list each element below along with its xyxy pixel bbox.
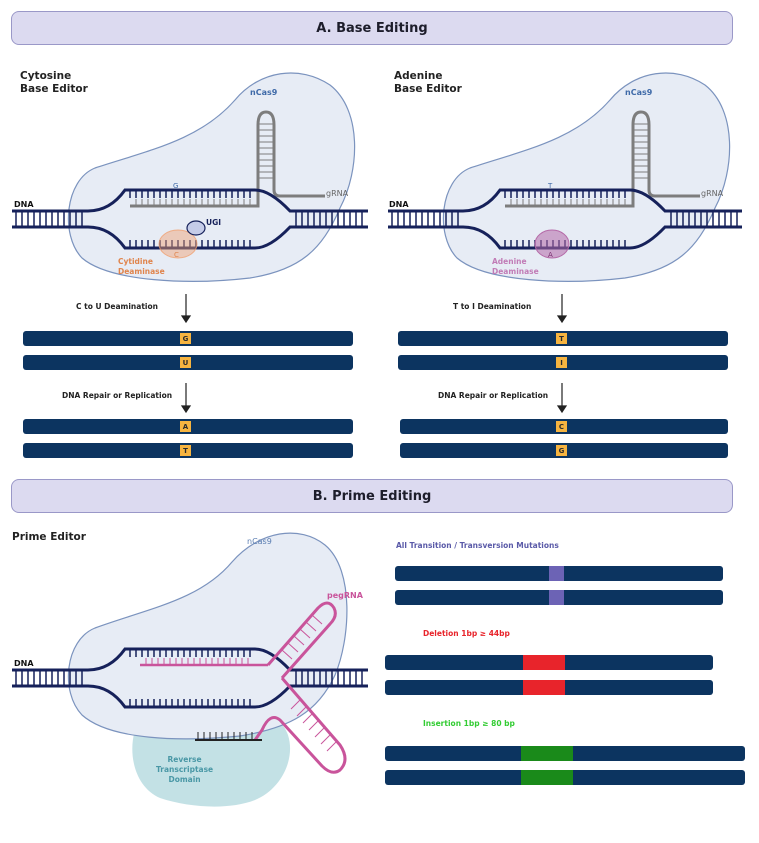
pe-complex bbox=[12, 532, 368, 807]
cbe-ugi-blob bbox=[186, 220, 206, 236]
abe-step2: DNA Repair or Replication bbox=[438, 391, 549, 400]
pe-pegrna-pairs bbox=[145, 658, 249, 665]
abe-enzyme-label: Adenine Deaminase bbox=[492, 257, 539, 277]
cbe-heading: Cytosine Base Editor bbox=[20, 70, 88, 96]
abe-strand-2: I bbox=[398, 355, 728, 370]
cbe-base-1: G bbox=[180, 333, 191, 344]
abe-heading: Adenine Base Editor bbox=[394, 70, 462, 96]
pe-deletion-strand-1 bbox=[385, 655, 713, 670]
pe-ncas9-shape bbox=[67, 532, 348, 740]
pe-deletion-label: Deletion 1bp ≥ 44bp bbox=[423, 629, 510, 638]
cbe-grna-ticks bbox=[258, 123, 274, 179]
abe-dna-label: DNA bbox=[389, 200, 409, 209]
abe-arrows bbox=[556, 294, 568, 414]
pe-insertion-label: Insertion 1bp ≥ 80 bp bbox=[423, 719, 515, 728]
pe-heading: Prime Editor bbox=[12, 531, 86, 543]
cbe-base-3: A bbox=[180, 421, 191, 432]
abe-grna-label: gRNA bbox=[701, 189, 724, 198]
pe-rt-strand-ticks bbox=[197, 732, 253, 740]
cbe-ugi-label: UGI bbox=[206, 218, 222, 227]
pe-rt-line3: Domain bbox=[168, 775, 201, 784]
cbe-enzyme-line2: Deaminase bbox=[118, 267, 165, 276]
abe-strand-4: G bbox=[400, 443, 728, 458]
cbe-dna-label: DNA bbox=[14, 200, 34, 209]
pe-mutation-strand-1 bbox=[395, 566, 723, 581]
abe-enzyme-line2: Deaminase bbox=[492, 267, 539, 276]
pe-dna-rungs bbox=[15, 649, 363, 707]
pe-rt-line2: Transcriptase bbox=[156, 765, 214, 774]
pe-deletion-segment-2 bbox=[523, 680, 565, 695]
pe-mutation-strand-2 bbox=[395, 590, 723, 605]
pe-pegrna-stem-ticks bbox=[281, 614, 337, 752]
pe-mutations-label: All Transition / Transversion Mutations bbox=[396, 541, 559, 550]
pe-insertion-strand-1 bbox=[385, 746, 745, 761]
pe-dna-label: DNA bbox=[14, 659, 34, 668]
abe-base-1: T bbox=[556, 333, 567, 344]
cbe-enzyme-label: Cytidine Deaminase bbox=[118, 257, 165, 277]
cbe-target-bottom: C bbox=[174, 251, 179, 259]
abe-base-4: G bbox=[556, 445, 567, 456]
abe-step1: T to I Deamination bbox=[453, 302, 532, 311]
cbe-step2: DNA Repair or Replication bbox=[62, 391, 173, 400]
cbe-strand-3: A bbox=[23, 419, 353, 434]
pe-insertion-segment-1 bbox=[521, 746, 573, 761]
abe-strand-3: C bbox=[400, 419, 728, 434]
pe-pegrna-upper-arm bbox=[266, 601, 337, 679]
abe-target-bottom: A bbox=[548, 251, 553, 259]
cbe-strand-2: U bbox=[23, 355, 353, 370]
abe-target-top: T bbox=[548, 182, 553, 190]
cbe-enzyme-line1: Cytidine bbox=[118, 257, 153, 266]
cbe-heading-line2: Base Editor bbox=[20, 83, 88, 95]
pe-pegrna-lower-arm bbox=[253, 677, 347, 774]
cbe-target-top: G bbox=[173, 182, 179, 190]
abe-ncas9-shape bbox=[442, 72, 731, 282]
abe-complex bbox=[388, 72, 742, 282]
pe-rt-label: Reverse Transcriptase Domain bbox=[156, 755, 213, 785]
pe-pegrna-label: pegRNA bbox=[327, 591, 363, 600]
abe-heading-line2: Base Editor bbox=[394, 83, 462, 95]
cbe-grna bbox=[130, 110, 325, 208]
cbe-ncas9-shape bbox=[67, 72, 356, 282]
pe-insertion-strand-2 bbox=[385, 770, 745, 785]
cbe-grna-label: gRNA bbox=[326, 189, 349, 198]
abe-ncas9-label: nCas9 bbox=[625, 88, 653, 97]
pe-ncas9-label: nCas9 bbox=[247, 537, 272, 546]
abe-deaminase-blob bbox=[534, 229, 570, 259]
abe-heading-line1: Adenine bbox=[394, 70, 443, 82]
abe-strand-1: T bbox=[398, 331, 728, 346]
pe-mutation-segment-1 bbox=[549, 566, 564, 581]
abe-base-3: C bbox=[556, 421, 567, 432]
cbe-heading-line1: Cytosine bbox=[20, 70, 72, 82]
abe-dna-rungs bbox=[391, 190, 738, 248]
cbe-arrows bbox=[180, 294, 192, 414]
abe-base-2: I bbox=[556, 357, 567, 368]
cbe-base-4: T bbox=[180, 445, 191, 456]
cbe-dna-rungs bbox=[15, 190, 363, 248]
cbe-complex bbox=[12, 72, 368, 282]
cbe-deaminase-blob bbox=[158, 229, 198, 259]
abe-grna-pairs bbox=[510, 199, 626, 206]
section-a-banner: A. Base Editing bbox=[11, 11, 733, 45]
pe-mutation-segment-2 bbox=[549, 590, 564, 605]
abe-grna-ticks bbox=[633, 123, 649, 179]
cbe-step1: C to U Deamination bbox=[76, 302, 158, 311]
abe-enzyme-line1: Adenine bbox=[492, 257, 527, 266]
section-b-banner: B. Prime Editing bbox=[11, 479, 733, 513]
cbe-grna-pairs bbox=[135, 199, 251, 206]
abe-grna bbox=[505, 110, 700, 208]
pe-deletion-segment-1 bbox=[523, 655, 565, 670]
cbe-strand-1: G bbox=[23, 331, 353, 346]
cbe-strand-4: T bbox=[23, 443, 353, 458]
pe-deletion-strand-2 bbox=[385, 680, 713, 695]
pe-rt-line1: Reverse bbox=[167, 755, 202, 764]
section-b-title: B. Prime Editing bbox=[312, 488, 432, 504]
pe-insertion-segment-2 bbox=[521, 770, 573, 785]
cbe-base-2: U bbox=[180, 357, 191, 368]
section-a-title: A. Base Editing bbox=[316, 20, 428, 36]
cbe-ncas9-label: nCas9 bbox=[250, 88, 278, 97]
